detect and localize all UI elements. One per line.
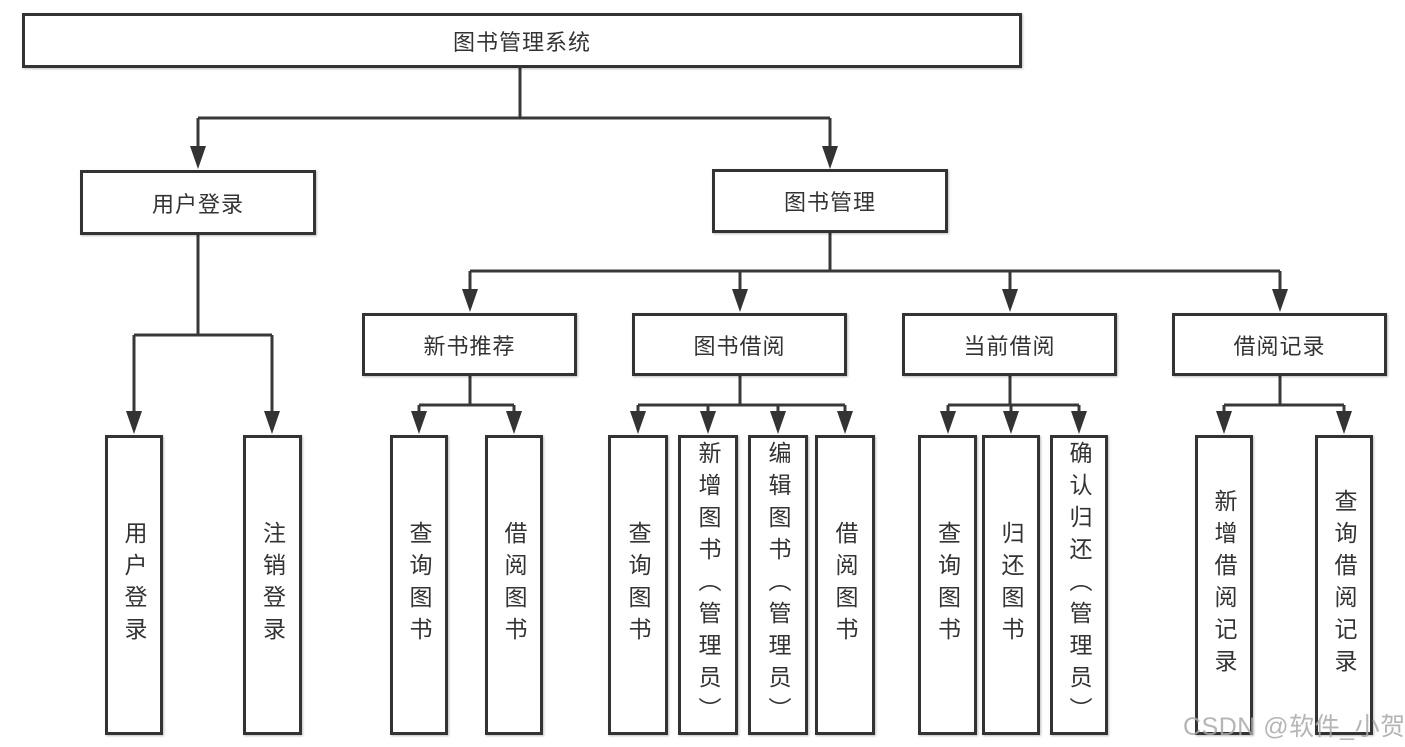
connector-stems	[132, 67, 1346, 415]
leaf-logout-label: 注销登录	[259, 521, 286, 649]
leaf-borrow-borrow-books: 借阅图书	[815, 435, 875, 735]
leaf-current-confirm-return-admin-label: 确认归还（管理员）	[1066, 441, 1092, 729]
node-borrow-records: 借阅记录	[1172, 313, 1387, 376]
leaf-records-query-record: 查询借阅记录	[1315, 435, 1373, 735]
leaf-newbook-borrow-books: 借阅图书	[485, 435, 543, 735]
node-borrow-records-label: 借阅记录	[1233, 333, 1326, 359]
node-book-management-label: 图书管理	[783, 190, 876, 215]
leaf-records-query-record-label: 查询借阅记录	[1331, 489, 1357, 681]
leaf-borrow-query-books-label: 查询图书	[625, 521, 651, 649]
node-book-management: 图书管理	[712, 169, 948, 233]
node-user-login: 用户登录	[80, 170, 316, 235]
node-new-book-recommend-label: 新书推荐	[423, 333, 516, 359]
node-user-login-label: 用户登录	[151, 191, 244, 217]
leaf-logout: 注销登录	[243, 435, 302, 735]
leaf-current-confirm-return-admin: 确认归还（管理员）	[1050, 435, 1108, 735]
leaf-borrow-edit-books-admin: 编辑图书（管理员）	[748, 435, 808, 735]
node-system-root: 图书管理系统	[22, 13, 1022, 68]
leaf-borrow-add-books-admin-label: 新增图书（管理员）	[695, 441, 721, 729]
leaf-current-query-books: 查询图书	[918, 435, 977, 735]
leaf-user-login-label: 用户登录	[121, 521, 147, 649]
node-book-borrow: 图书借阅	[632, 313, 847, 376]
node-system-root-label: 图书管理系统	[452, 29, 591, 55]
leaf-newbook-borrow-books-label: 借阅图书	[501, 521, 527, 649]
leaf-newbook-query-books-label: 查询图书	[406, 521, 432, 649]
leaf-user-login: 用户登录	[105, 435, 163, 735]
node-current-borrow: 当前借阅	[902, 313, 1117, 376]
node-book-borrow-label: 图书借阅	[693, 333, 786, 359]
leaf-newbook-query-books: 查询图书	[390, 435, 448, 735]
node-new-book-recommend: 新书推荐	[362, 313, 577, 376]
csdn-watermark: CSDN @软件_小贺同学	[1183, 713, 1405, 741]
leaf-records-add-record: 新增借阅记录	[1195, 435, 1253, 735]
leaf-current-query-books-label: 查询图书	[934, 521, 961, 649]
leaf-borrow-query-books: 查询图书	[608, 435, 668, 735]
arrowheads	[126, 146, 1352, 434]
leaf-current-return-books-label: 归还图书	[998, 521, 1024, 649]
node-current-borrow-label: 当前借阅	[963, 333, 1056, 359]
leaf-borrow-edit-books-admin-label: 编辑图书（管理员）	[765, 441, 791, 729]
leaf-borrow-add-books-admin: 新增图书（管理员）	[678, 435, 738, 735]
leaf-borrow-borrow-books-label: 借阅图书	[832, 521, 858, 649]
leaf-records-add-record-label: 新增借阅记录	[1211, 489, 1237, 681]
leaf-current-return-books: 归还图书	[982, 435, 1040, 735]
